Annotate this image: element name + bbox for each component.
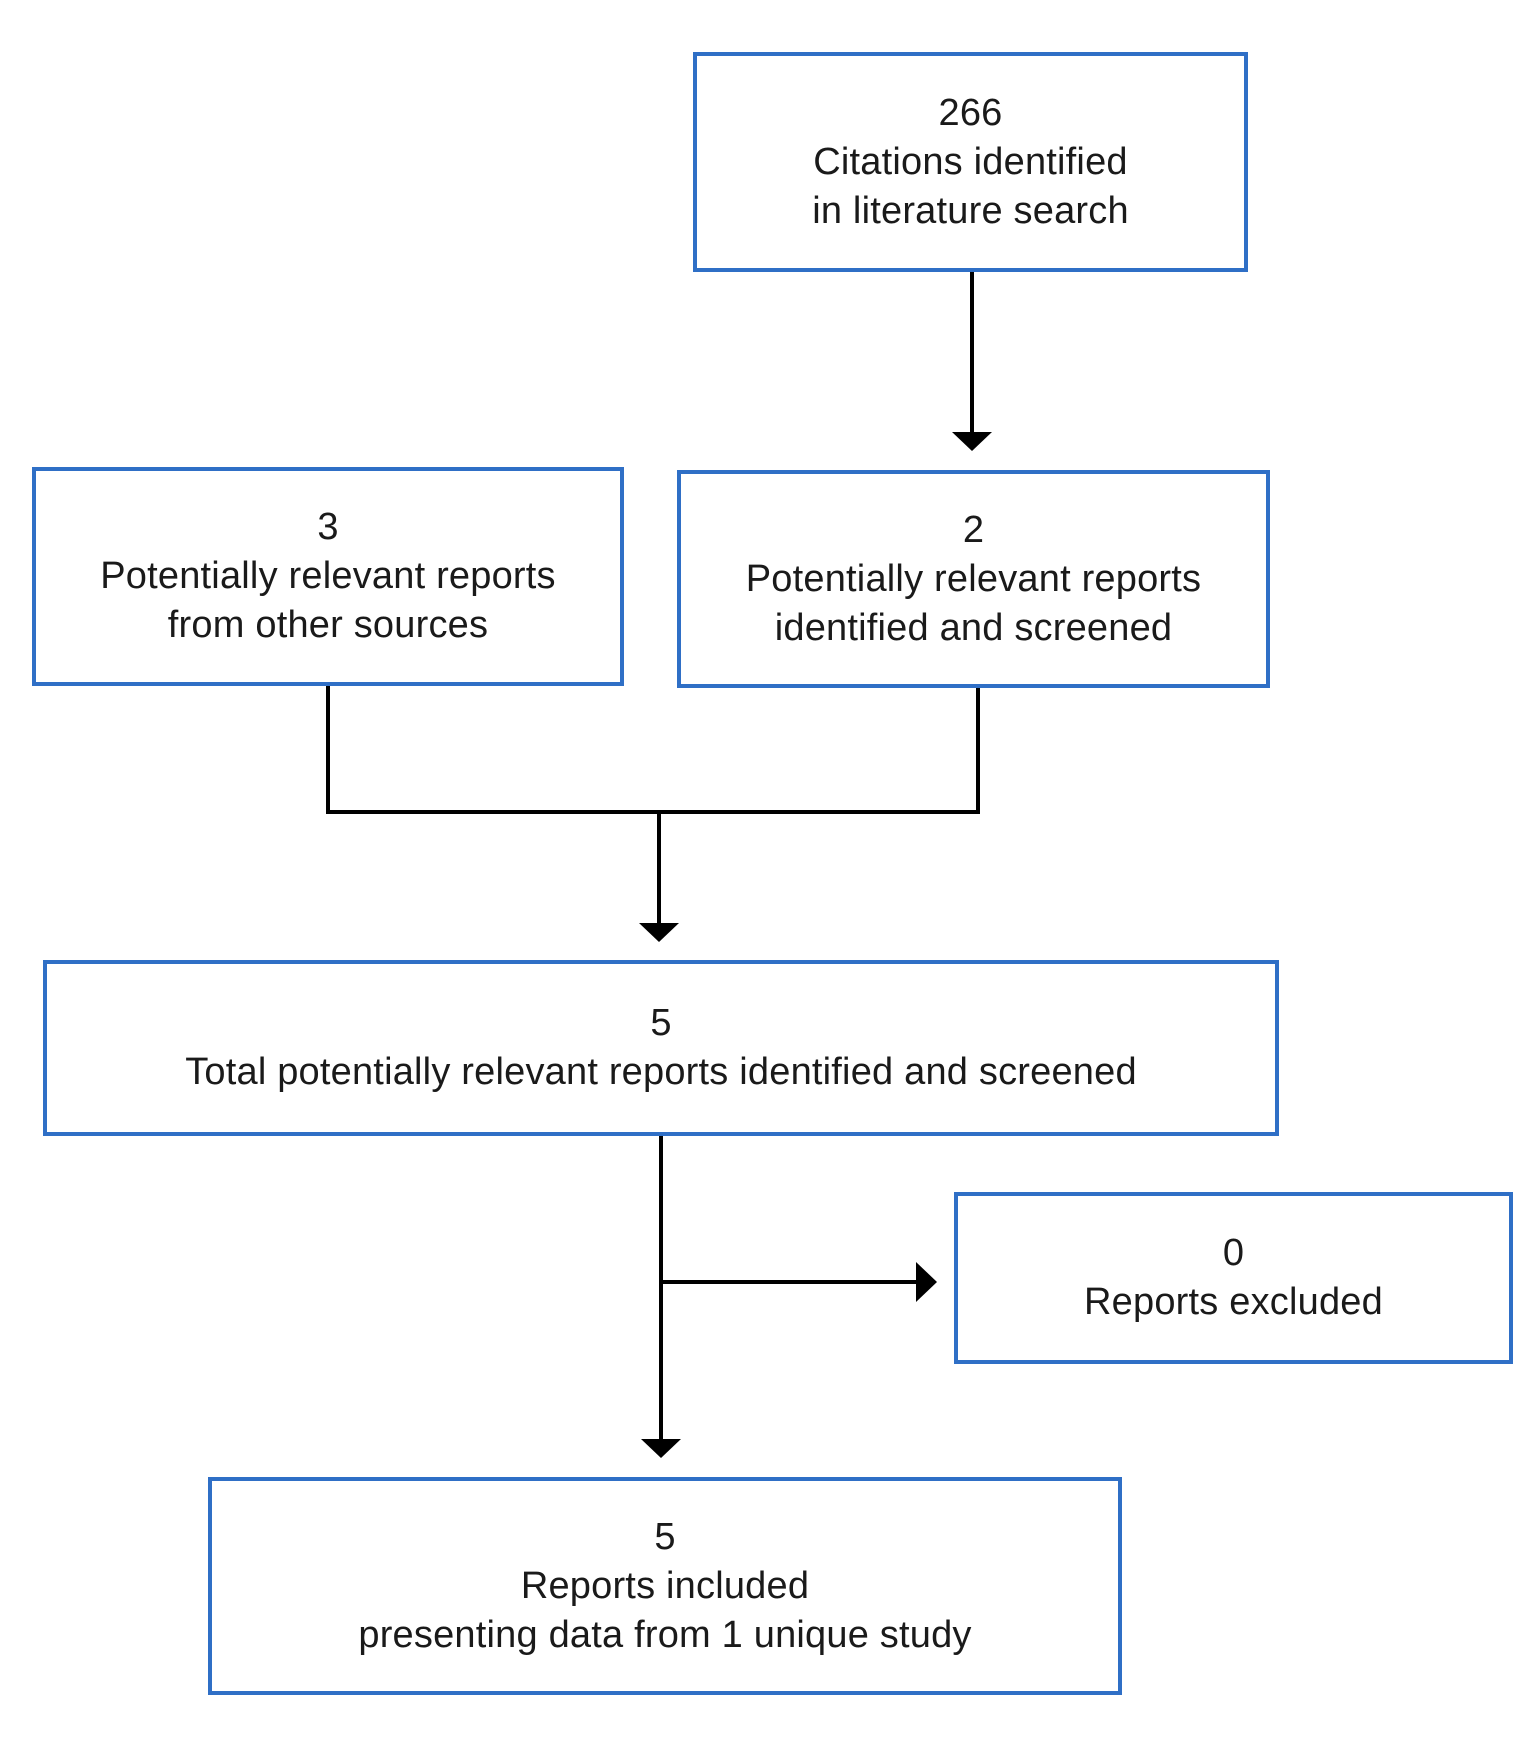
other-sources-label-line2: from other sources <box>167 604 489 646</box>
arrowhead-down-icon <box>952 432 992 451</box>
citations-identified-box: 266 Citations identified in literature s… <box>693 52 1248 272</box>
other-sources-label-line1: Potentially relevant reports <box>100 555 556 597</box>
screened-reports-box: 2 Potentially relevant reports identifie… <box>677 470 1270 688</box>
excluded-reports-box: 0 Reports excluded <box>954 1192 1513 1364</box>
included-label-line1: Reports included <box>520 1564 810 1607</box>
other-sources-count: 3 <box>317 506 339 548</box>
screened-count: 2 <box>962 508 985 551</box>
total-reports-box: 5 Total potentially relevant reports ide… <box>43 960 1279 1136</box>
other-sources-box: 3 Potentially relevant reports from othe… <box>32 467 624 686</box>
connector-merge <box>326 686 980 814</box>
citations-label-line2: in literature search <box>812 189 1129 232</box>
arrowhead-down-icon <box>639 923 679 942</box>
total-label: Total potentially relevant reports ident… <box>185 1051 1137 1093</box>
included-count: 5 <box>654 1515 676 1558</box>
excluded-count: 0 <box>1222 1232 1245 1274</box>
arrowhead-right-icon <box>916 1262 937 1302</box>
citations-count: 266 <box>938 91 1003 134</box>
screened-label-line2: identified and screened <box>774 606 1173 649</box>
total-count: 5 <box>650 1002 672 1044</box>
citations-label-line1: Citations identified <box>813 140 1128 183</box>
included-reports-box: 5 Reports included presenting data from … <box>208 1477 1122 1695</box>
excluded-label: Reports excluded <box>1084 1281 1383 1323</box>
arrowhead-down-icon <box>641 1439 681 1458</box>
screened-label-line1: Potentially relevant reports <box>745 557 1202 600</box>
included-label-line2: presenting data from 1 unique study <box>358 1613 972 1656</box>
